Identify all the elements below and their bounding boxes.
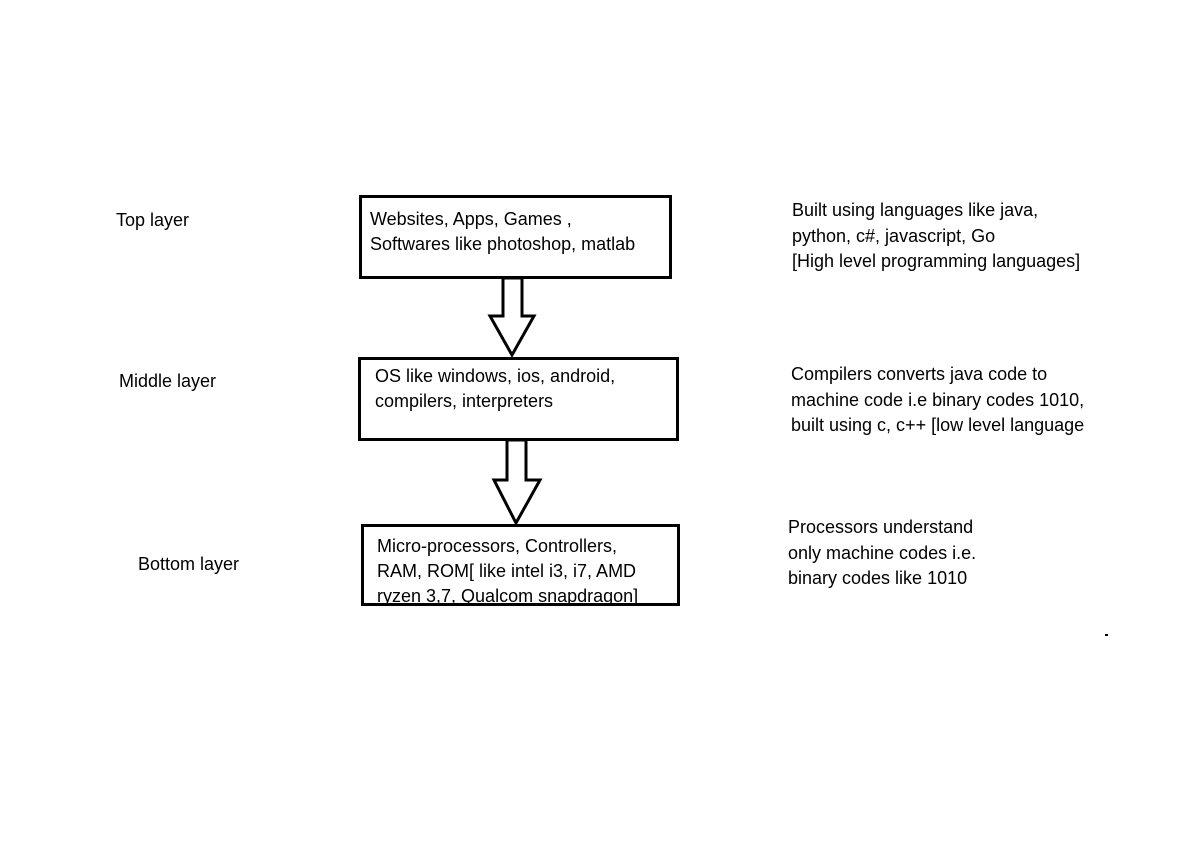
- middle-layer-note: Compilers converts java code to machine …: [791, 362, 1084, 439]
- middle-layer-label: Middle layer: [119, 371, 217, 391]
- bottom-layer-box: Micro-processors, Controllers, RAM, ROM[…: [361, 524, 680, 606]
- down-arrow-top-to-middle: [487, 276, 537, 359]
- top-note-line-2: python, c#, javascript, Go: [792, 225, 996, 246]
- middle-layer-box: OS like windows, ios, android, compilers…: [358, 357, 679, 441]
- top-note-line-1: Built using languages like java,: [792, 200, 1039, 220]
- bottom-layer-note: Processors understand only machine codes…: [788, 515, 976, 592]
- middle-note-line-3: built using c, c++ [low level language: [791, 415, 1085, 435]
- top-box-line-2: Softwares like photoshop, matlab: [370, 234, 636, 254]
- bottom-note-line-3: binary codes like 1010: [788, 568, 968, 588]
- bottom-note-line-2: only machine codes i.e.: [788, 542, 977, 563]
- middle-note-line-2: machine code i.e binary codes 1010,: [791, 389, 1085, 410]
- down-arrow-middle-to-bottom: [491, 438, 543, 527]
- top-layer-label: Top layer: [116, 210, 190, 230]
- top-box-line-1: Websites, Apps, Games ,: [370, 209, 572, 229]
- middle-box-line-1: OS like windows, ios, android,: [375, 366, 616, 386]
- top-layer-box: Websites, Apps, Games , Softwares like p…: [359, 195, 672, 279]
- bottom-layer-label: Bottom layer: [138, 554, 240, 574]
- top-layer-note: Built using languages like java, python,…: [792, 198, 1080, 275]
- top-note-line-3: [High level programming languages]: [792, 251, 1081, 271]
- bottom-box-line-2: RAM, ROM[ like intel i3, i7, AMD: [377, 561, 637, 581]
- bottom-note-line-1: Processors understand: [788, 517, 974, 537]
- middle-note-line-1: Compilers converts java code to: [791, 364, 1048, 384]
- stray-mark: [1105, 634, 1108, 636]
- bottom-box-line-1: Micro-processors, Controllers,: [377, 536, 618, 556]
- bottom-box-line-3: ryzen 3,7, Qualcom snapdragon]: [377, 586, 639, 606]
- middle-box-line-2: compilers, interpreters: [375, 391, 554, 411]
